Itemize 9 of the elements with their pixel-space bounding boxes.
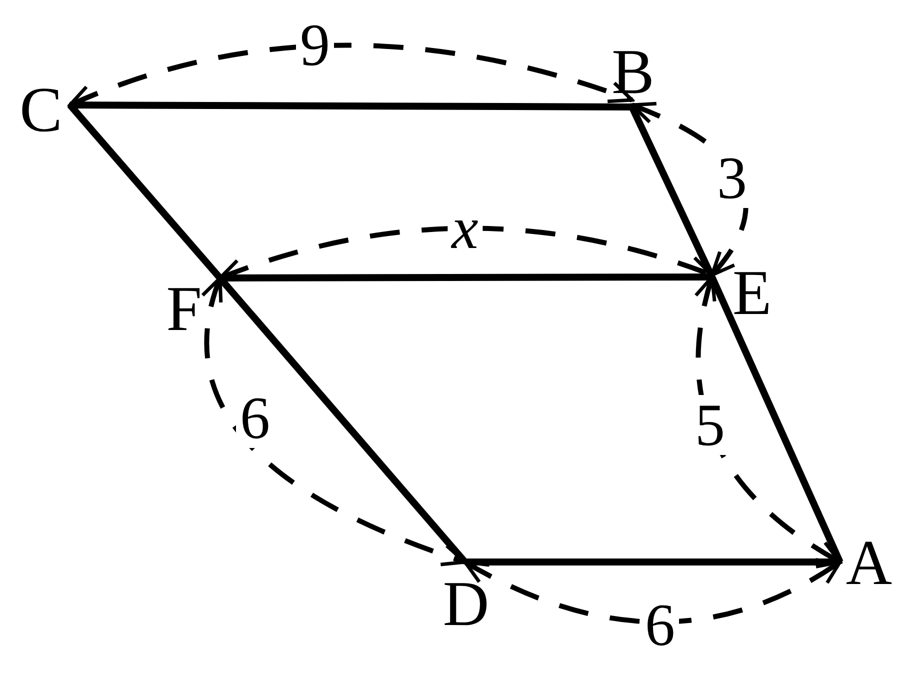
point-label: F bbox=[166, 277, 202, 341]
point-label: B bbox=[612, 40, 654, 104]
point-label: D bbox=[442, 572, 490, 636]
point-label: C bbox=[20, 78, 62, 142]
point-label: A bbox=[846, 531, 892, 595]
line-segment bbox=[628, 106, 716, 278]
line-segment bbox=[70, 102, 632, 110]
point-label: E bbox=[732, 261, 772, 325]
line-segment bbox=[465, 558, 840, 566]
